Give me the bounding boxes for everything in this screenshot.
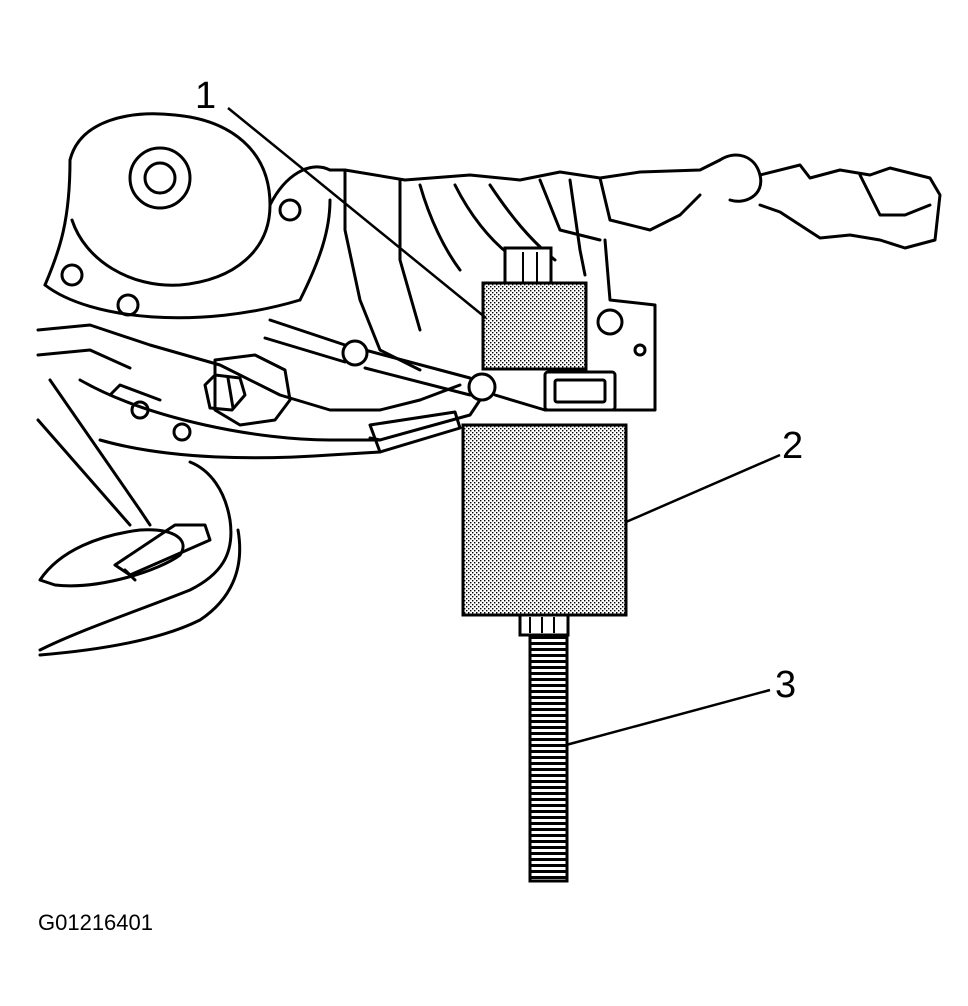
lower-housing [36,323,462,527]
callout-3: 3 [775,664,796,706]
leader-line-2 [625,453,781,524]
ball-joint [341,339,369,367]
belt-tensioner [38,460,242,657]
puller-nut [518,613,570,637]
callout-2: 2 [782,425,803,467]
gear-hub [128,146,192,210]
gear-hole [278,198,302,222]
puller-body [461,423,628,637]
figure-id: G01216401 [38,910,153,935]
gear-hole [60,263,84,287]
slot [543,370,617,412]
threaded-rod [528,633,569,883]
engine-block [328,153,942,412]
housing-hole [172,422,192,442]
leader-line-3 [565,688,771,747]
upper-block [481,246,588,371]
upper-block-body [481,281,588,371]
bolt-hole [596,308,624,336]
leader-line-1 [227,107,487,319]
gear [43,112,332,320]
housing-hole [130,400,150,420]
ball-joint [467,372,497,402]
bolt [203,353,292,427]
callout-1: 1 [195,75,216,117]
linkage [263,318,547,442]
